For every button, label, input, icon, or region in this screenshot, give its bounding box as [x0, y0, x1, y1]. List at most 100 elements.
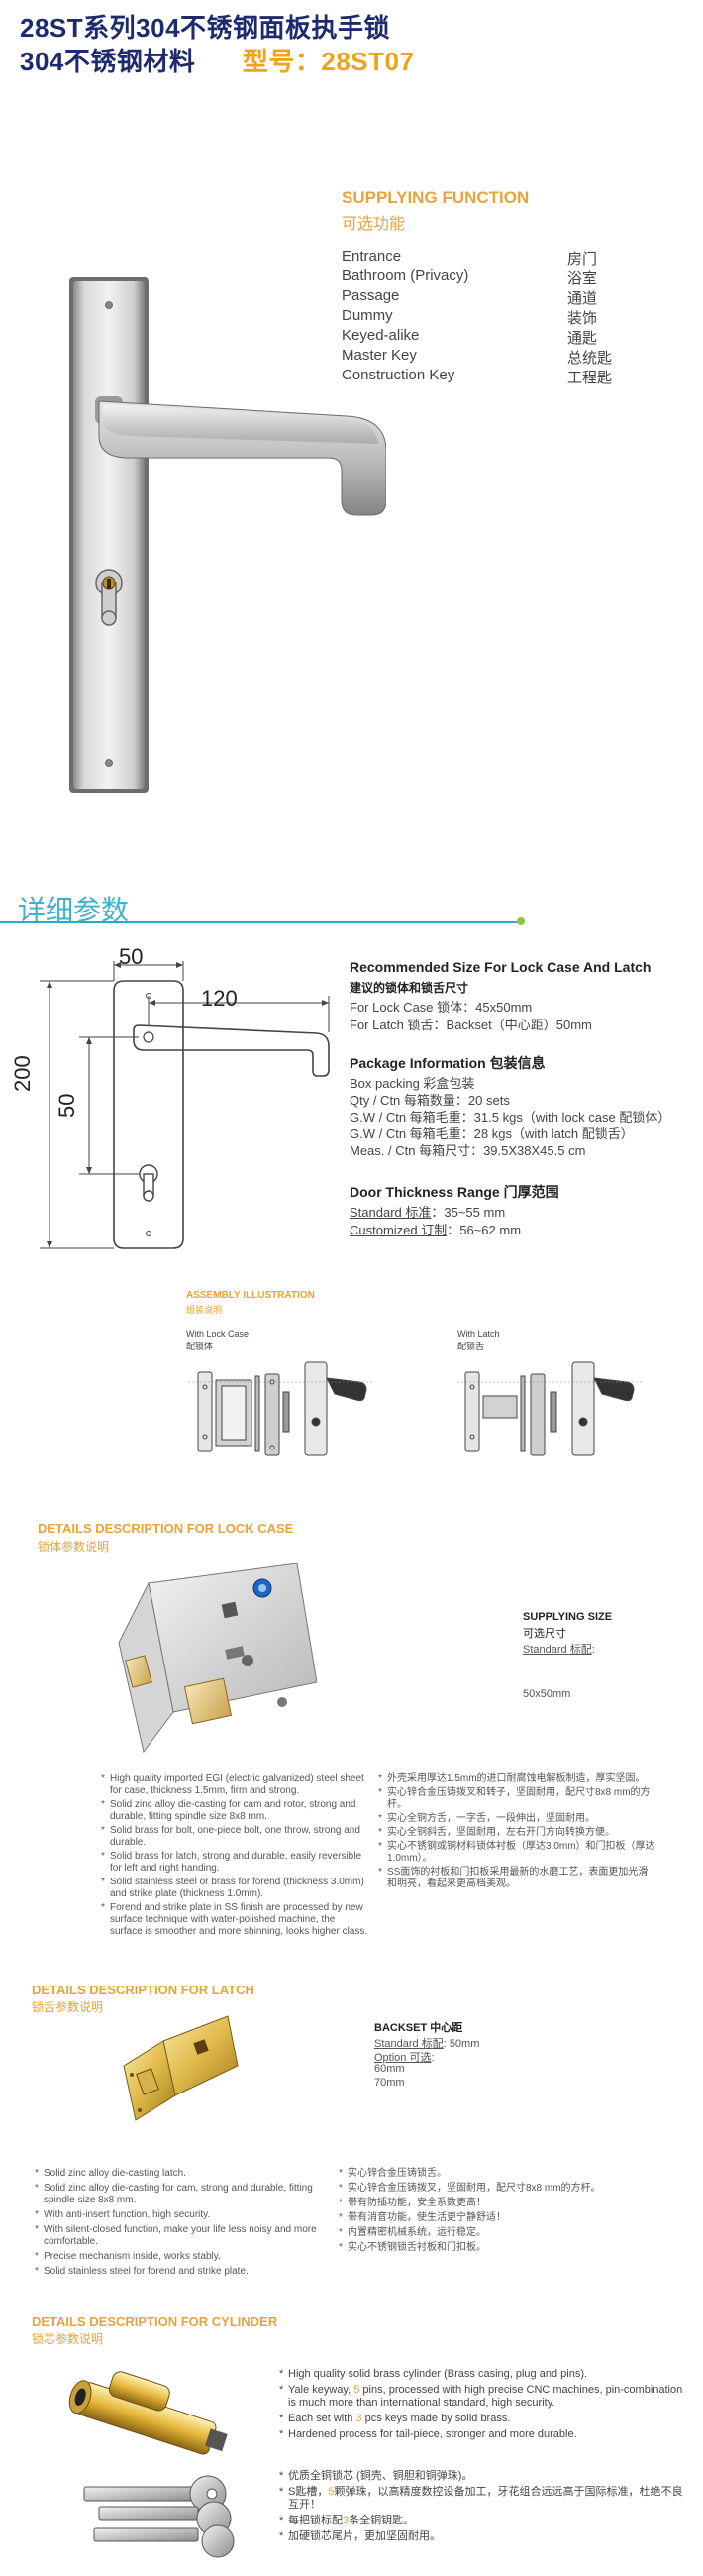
- standard-value: : 50mm: [443, 2038, 480, 2050]
- bullet-marker: *: [35, 2183, 39, 2194]
- supplying-size-subtitle: 可选尺寸: [523, 1628, 566, 1640]
- bullet-item: *High quality solid brass cylinder (Bras…: [279, 2368, 685, 2381]
- bullet-item: * 内置精密机械系统，运行稳定。: [339, 2227, 646, 2239]
- assembly-right-label-cn: 配锁舌: [457, 1342, 485, 1351]
- bullet-item: * Solid brass for latch, strong and durab…: [101, 1851, 368, 1875]
- package-line: Qty / Ctn 每箱数量：20 sets: [350, 1093, 510, 1108]
- bullet-text: Solid stainless steel for forend and str…: [44, 2266, 249, 2277]
- bullet-marker: *: [339, 2242, 343, 2253]
- bullet-text: Each set with: [288, 2413, 356, 2424]
- bullet-item: *Solid zinc alloy die-casting for cam, s…: [35, 2183, 332, 2206]
- assembly-left-label-cn: 配锁体: [186, 1342, 214, 1351]
- function-name: Construction Key: [342, 367, 455, 383]
- latch-details-title: DETAILS DESCRIPTION FOR LATCH: [32, 1983, 254, 1997]
- bullet-marker: *: [339, 2198, 343, 2208]
- bullet-text-rest: pcs keys made by solid brass.: [361, 2413, 511, 2424]
- bullet-marker: *: [378, 1813, 382, 1824]
- bullet-item: *With anti-insert function, high securit…: [35, 2209, 332, 2221]
- bullet-item: *High quality imported EGI (electric gal…: [101, 1773, 368, 1797]
- supplying-size-standard: Standard 标配:: [523, 1641, 595, 1657]
- bullet-item: *实心全铜斜舌，坚固耐用，左右开门方向转换方便。: [378, 1827, 655, 1839]
- bullet-text: Forend and strike plate in SS finish are…: [110, 1902, 368, 1937]
- bullet-marker: *: [101, 1851, 105, 1862]
- material-label: 304不锈钢材料: [20, 47, 196, 76]
- bullet-text: 加硬锁芯尾片，更加坚固耐用。: [288, 2530, 441, 2542]
- bullet-marker: *: [339, 2183, 343, 2194]
- standard-value: ：35~55 mm: [431, 1205, 506, 1220]
- model-label: 型号：: [242, 47, 322, 76]
- dim-center-label: 50: [54, 1093, 79, 1118]
- bullet-marker: *: [35, 2266, 39, 2277]
- bullet-text-rest: 条全铜钥匙。: [349, 2515, 415, 2526]
- latch-details-subtitle: 锁舌参数说明: [32, 2000, 104, 2014]
- function-name-cn: 工程匙: [567, 370, 613, 386]
- function-name-cn: 浴室: [567, 270, 598, 287]
- assembly-lock-case-image: [188, 1361, 374, 1456]
- supplying-size-value: 50x50mm: [523, 1688, 571, 1700]
- bullet-marker: *: [35, 2251, 39, 2262]
- bullet-text: Yale keyway,: [288, 2384, 354, 2396]
- bullet-text-rest: pins, processed with high precise CNC ma…: [288, 2384, 683, 2409]
- lock-case-details-title: DETAILS DESCRIPTION FOR LOCK CASE: [38, 1521, 294, 1536]
- bullet-text: 实心锌合金压铸拨叉，坚固耐用，配尺寸8x8 mm的方杆。: [348, 2183, 601, 2194]
- bullet-number: 3: [343, 2515, 350, 2526]
- bullet-text: High quality solid brass cylinder (Brass…: [288, 2368, 588, 2380]
- customized-label: Customized 订制: [350, 1223, 448, 1237]
- bullet-marker: *: [101, 1825, 105, 1836]
- bullet-text: High quality imported EGI (electric galv…: [110, 1773, 364, 1796]
- package-line: G.W / Ctn 每箱毛重：28 kgs（with latch 配锁舌）: [350, 1127, 634, 1141]
- cylinder-details-title: DETAILS DESCRIPTION FOR CYLINDER: [32, 2314, 278, 2329]
- bullet-number: 3: [355, 2413, 362, 2424]
- cylinder-en-bullets: *High quality solid brass cylinder (Bras…: [279, 2368, 685, 2444]
- details-section-title: 详细参数: [18, 895, 130, 925]
- section-divider-dot: [517, 917, 525, 925]
- backset-option-2: 70mm: [374, 2077, 405, 2089]
- bullet-text: With silent-closed function, make your l…: [44, 2224, 317, 2247]
- backset-option-1: 60mm: [374, 2063, 405, 2075]
- package-line: G.W / Ctn 每箱毛重：31.5 kgs（with lock case 配…: [350, 1110, 671, 1125]
- latch-size-line: For Latch 锁舌：Backset（中心距）50mm: [350, 1018, 592, 1032]
- supplying-function-subtitle: 可选功能: [342, 216, 406, 233]
- bullet-item: *With silent-closed function, make your …: [35, 2224, 332, 2248]
- bullet-text: 带有防插功能，安全系数更高！: [348, 2198, 486, 2208]
- bullet-marker: *: [101, 1799, 105, 1810]
- bullet-marker: *: [339, 2227, 343, 2238]
- bullet-text-rest: 颗弹珠，以高精度数控设备加工，牙花组合远远高于国际标准，杜绝不良互开！: [288, 2486, 683, 2511]
- bullet-number: 5: [353, 2384, 360, 2396]
- bullet-item: *Precise mechanism inside, works stably.: [35, 2251, 332, 2263]
- bullet-text: 实心锌合金压铸拨叉和转子，坚固耐用，配尺寸8x8 mm的方杆。: [387, 1787, 651, 1810]
- bullet-item: *实心不锈钢锁舌衬板和门扣板。: [339, 2242, 646, 2254]
- bullet-item: *外壳采用厚达1.5mm的进口耐腐蚀电解板制造，厚实坚固。: [378, 1773, 655, 1785]
- bullet-text: With anti-insert function, high security…: [44, 2209, 211, 2220]
- bullet-item: *Yale keyway, 5 pins, processed with hig…: [279, 2384, 685, 2410]
- dim-width-label: 50: [119, 944, 144, 969]
- bullet-marker: *: [378, 1773, 382, 1784]
- assembly-title: ASSEMBLY ILLUSTRATION: [186, 1290, 315, 1301]
- bullet-item: * 实心不锈钢或铜材料锁体衬板（厚达3.0mm）和门扣板（厚达1.0mm）。: [378, 1841, 655, 1865]
- bullet-item: *Solid brass for bolt, one-piece bolt, o…: [101, 1825, 368, 1849]
- bullet-text: Hardened process for tail-piece, stronge…: [288, 2428, 577, 2440]
- function-name-cn: 房门: [567, 251, 598, 268]
- standard-label: Standard 标配: [523, 1644, 592, 1656]
- function-name-cn: 通匙: [567, 330, 598, 347]
- bullet-text: 内置精密机械系统，运行稳定。: [348, 2227, 486, 2238]
- handle-lock-image: [69, 277, 386, 793]
- door-thickness-customized: Customized 订制：56~62 mm: [350, 1220, 521, 1238]
- bullet-item: *Forend and strike plate in SS finish ar…: [101, 1902, 368, 1938]
- bullet-item: * Solid stainless steel for forend and st…: [35, 2266, 332, 2278]
- bullet-marker: *: [339, 2168, 343, 2179]
- bullet-text: 实心全铜斜舌，坚固耐用，左右开门方向转换方便。: [387, 1827, 615, 1838]
- bullet-item: *带有消音功能，使生活更宁静舒适！: [339, 2212, 646, 2224]
- standard-label: Standard 标配: [374, 2038, 444, 2050]
- bullet-text: 实心不锈钢或铜材料锁体衬板（厚达3.0mm）和门扣板（厚达1.0mm）。: [387, 1841, 655, 1864]
- bullet-text: 实心锌合金压铸锁舌。: [348, 2168, 447, 2179]
- bullet-text: Solid brass for latch, strong and durabl…: [110, 1851, 362, 1874]
- bullet-item: * 实心锌合金压铸锁舌。: [339, 2168, 646, 2180]
- bullet-marker: *: [378, 1841, 382, 1852]
- function-name-cn: 装饰: [567, 310, 598, 327]
- bullet-item: *实心全铜方舌，一字舌，一段伸出，坚固耐用。: [378, 1813, 655, 1825]
- bullet-marker: *: [279, 2470, 284, 2482]
